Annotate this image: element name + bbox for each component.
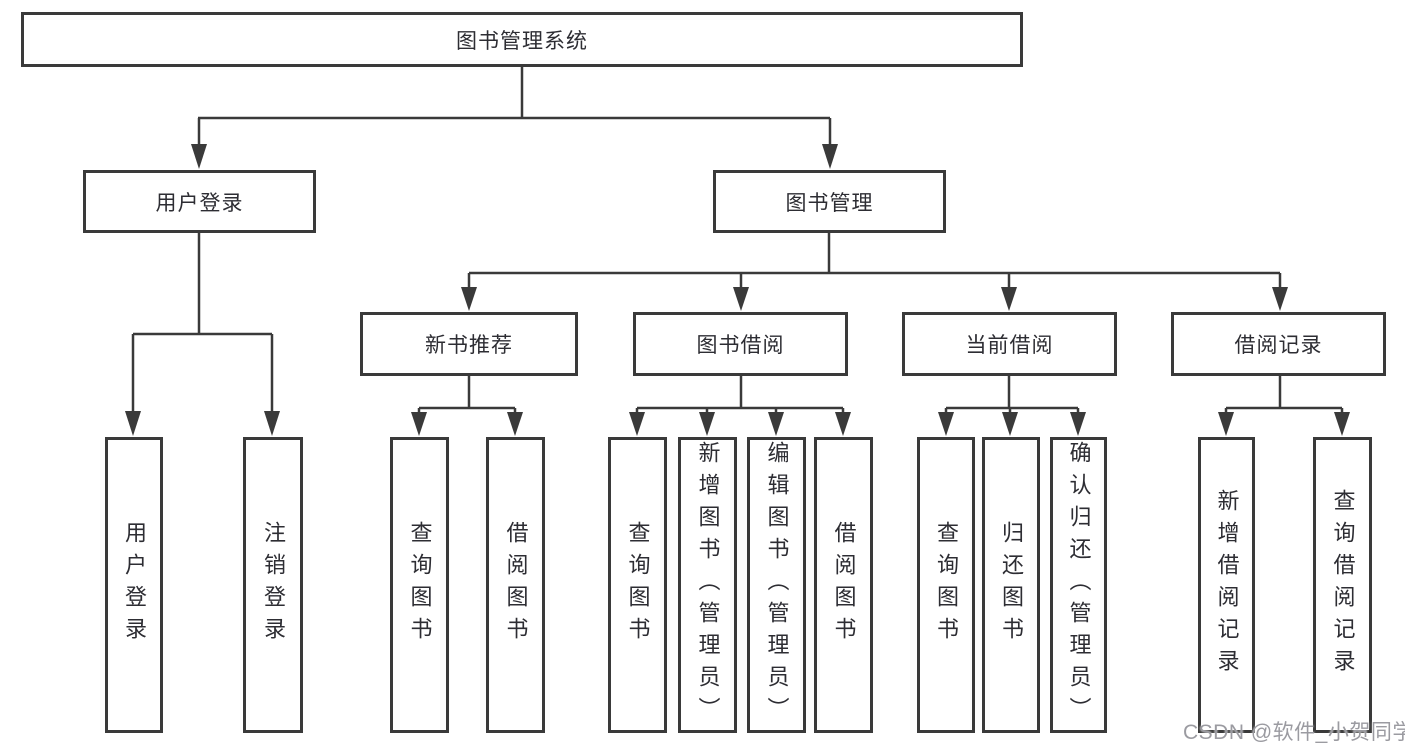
- node-book-management: 图书管理: [713, 170, 946, 233]
- leaf-add-borrow-record: 新增借阅记录: [1198, 437, 1255, 733]
- leaf-add-book-admin: 新增图书（管理员）: [678, 437, 737, 733]
- leaf-borrow-books-recommend: 借阅图书: [486, 437, 545, 733]
- leaf-label: 确认归还（管理员）: [1066, 441, 1092, 729]
- leaf-query-books-current: 查询图书: [917, 437, 975, 733]
- node-label: 借阅记录: [1234, 334, 1323, 357]
- leaf-label: 查询借阅记录: [1330, 489, 1356, 681]
- leaf-query-borrow-record: 查询借阅记录: [1313, 437, 1372, 733]
- leaf-label: 归还图书: [999, 521, 1024, 649]
- leaf-label: 新增图书（管理员）: [695, 441, 721, 729]
- node-label: 图书管理系统: [456, 29, 588, 53]
- leaf-borrow-books-borrowing: 借阅图书: [814, 437, 873, 733]
- leaf-return-books: 归还图书: [982, 437, 1040, 733]
- arrowheads: [125, 144, 1350, 436]
- leaf-label: 借阅图书: [831, 521, 857, 649]
- node-new-book-recommend: 新书推荐: [360, 312, 578, 376]
- leaf-label: 用户登录: [122, 521, 147, 649]
- node-borrowing-records: 借阅记录: [1171, 312, 1386, 376]
- leaf-user-login: 用户登录: [105, 437, 163, 733]
- node-library-management-system: 图书管理系统: [21, 12, 1023, 67]
- leaf-label: 新增借阅记录: [1214, 489, 1240, 681]
- node-current-borrowing: 当前借阅: [902, 312, 1117, 376]
- leaf-edit-book-admin: 编辑图书（管理员）: [747, 437, 806, 733]
- node-label: 图书借阅: [696, 334, 785, 357]
- leaf-label: 查询图书: [407, 521, 433, 649]
- csdn-watermark: CSDN @软件_小贺同学: [1183, 721, 1405, 744]
- leaf-label: 注销登录: [261, 521, 286, 649]
- leaf-confirm-return-admin: 确认归还（管理员）: [1050, 437, 1107, 733]
- node-label: 图书管理: [785, 191, 874, 215]
- node-book-borrowing: 图书借阅: [633, 312, 848, 376]
- node-user-login: 用户登录: [83, 170, 316, 233]
- leaf-label: 编辑图书（管理员）: [764, 441, 790, 729]
- leaf-label: 查询图书: [625, 521, 651, 649]
- leaf-query-books-recommend: 查询图书: [390, 437, 449, 733]
- leaf-label: 查询图书: [934, 521, 959, 649]
- leaf-query-books-borrowing: 查询图书: [608, 437, 667, 733]
- node-label: 用户登录: [155, 191, 244, 215]
- node-label: 当前借阅: [965, 334, 1054, 357]
- node-label: 新书推荐: [425, 334, 513, 357]
- leaf-label: 借阅图书: [503, 521, 529, 649]
- leaf-logout: 注销登录: [243, 437, 303, 733]
